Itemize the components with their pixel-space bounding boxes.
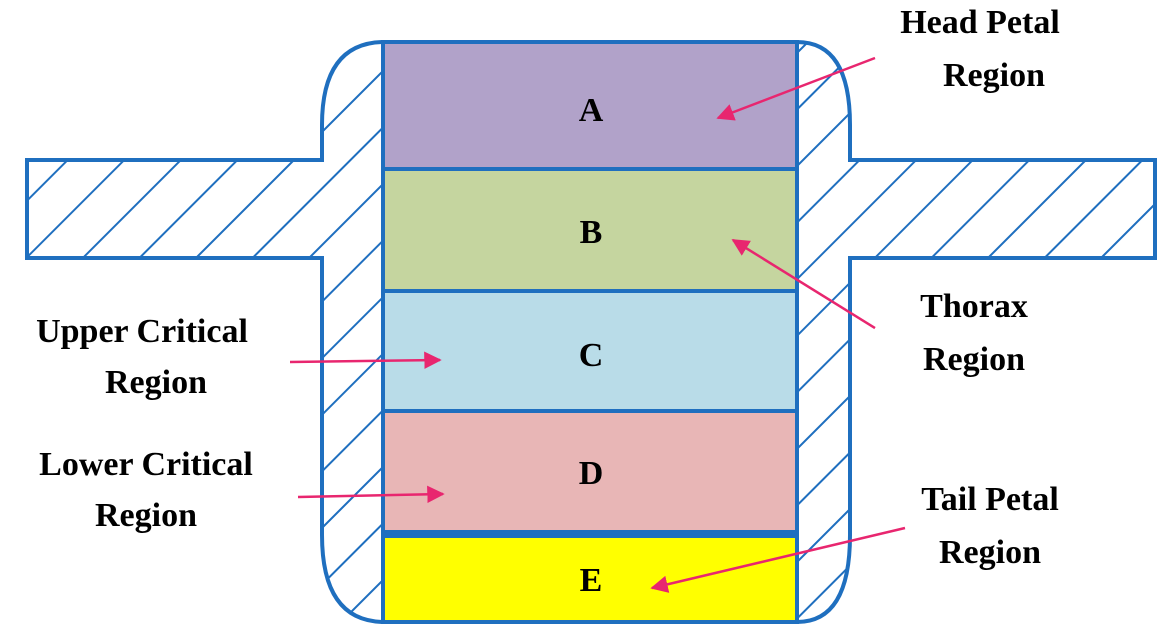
upper-critical-arrow <box>289 351 442 369</box>
head-petal-label-line2: Region <box>943 57 1045 94</box>
region-b-letter: B <box>580 214 603 251</box>
tail-petal-label-line2: Region <box>939 534 1041 571</box>
thorax-label-line1: Thorax <box>920 288 1028 325</box>
region-a-letter: A <box>579 92 604 129</box>
thorax-label-line2: Region <box>923 341 1025 378</box>
region-c-letter: C <box>579 337 604 374</box>
region-e-letter: E <box>580 562 603 599</box>
region-e <box>381 534 799 624</box>
lower-critical-label-line1: Lower Critical <box>39 446 253 483</box>
regions-stack <box>381 40 799 624</box>
thorax-arrow <box>731 238 876 330</box>
lower-critical-arrow <box>297 485 445 504</box>
lower-critical-label-line2: Region <box>95 497 197 534</box>
region-b <box>381 167 799 293</box>
region-c <box>381 289 799 413</box>
tail-petal-label-line1: Tail Petal <box>921 481 1059 518</box>
tail-petal-arrow <box>650 526 906 593</box>
head-petal-arrow <box>716 56 876 121</box>
region-d <box>381 409 799 534</box>
region-d-letter: D <box>579 455 604 492</box>
upper-critical-label-line2: Region <box>105 364 207 401</box>
upper-critical-label-line1: Upper Critical <box>36 313 248 350</box>
head-petal-label-line1: Head Petal <box>900 4 1060 41</box>
